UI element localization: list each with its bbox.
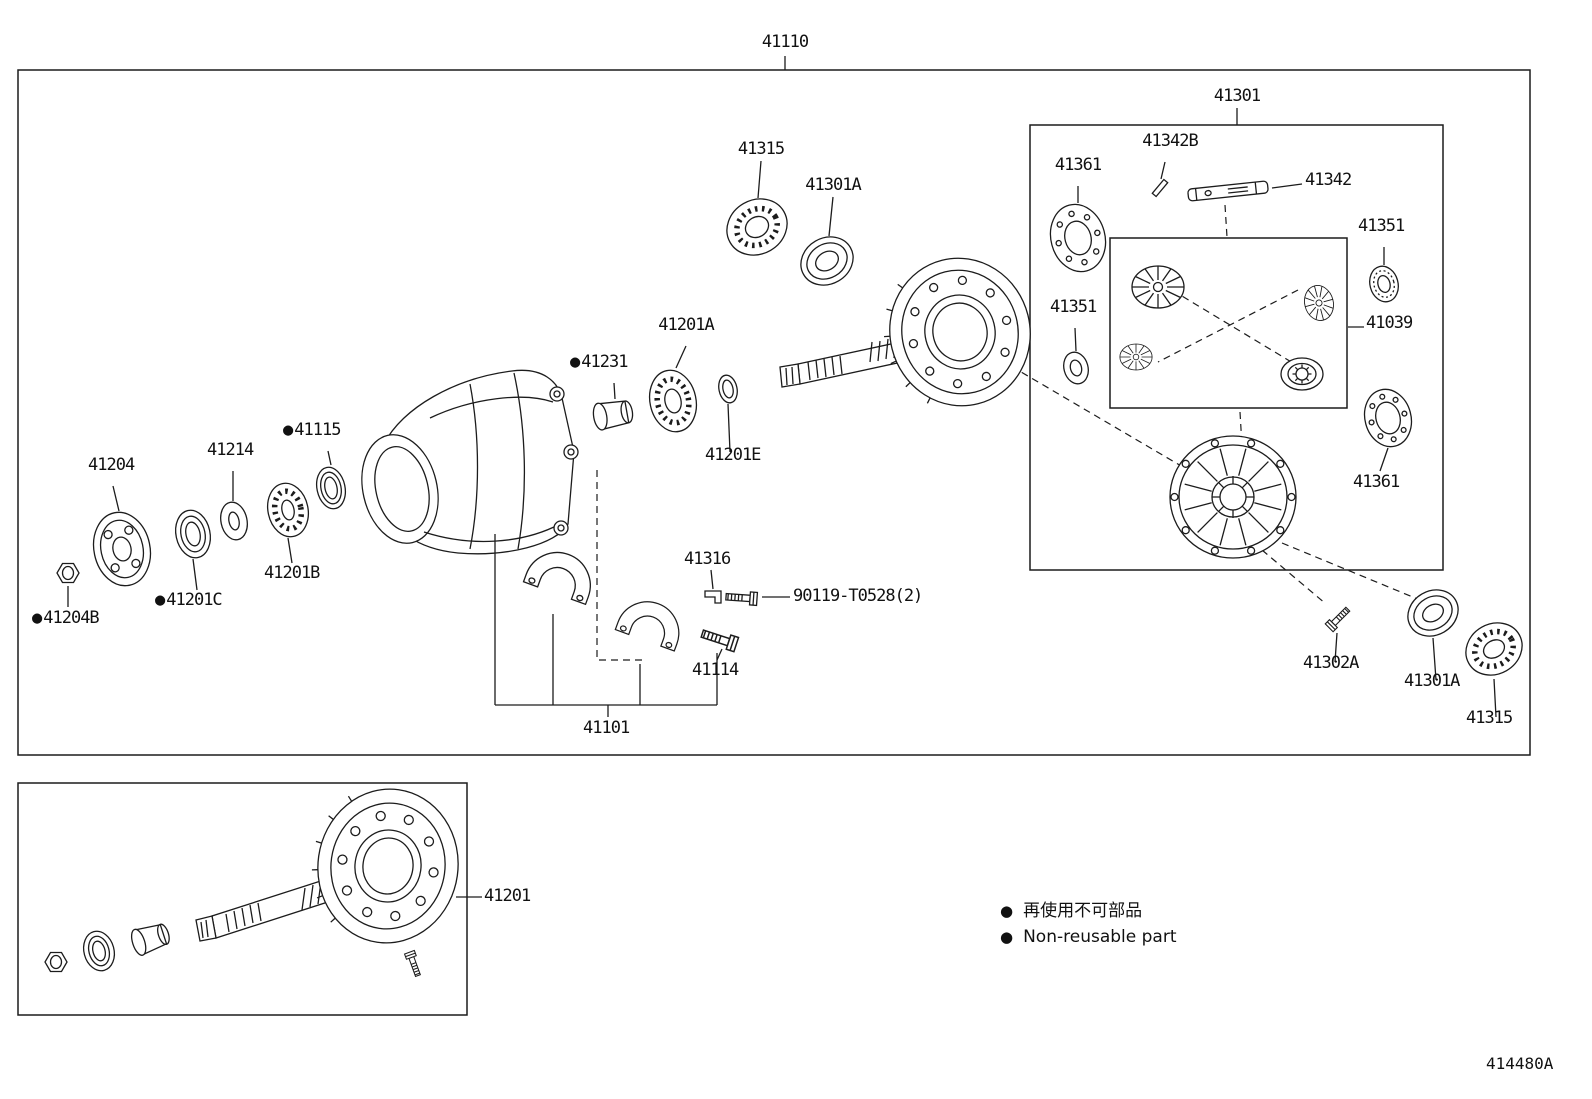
- part-label-41201c: ●41201C: [155, 590, 223, 610]
- adjust-lock-bolt-illustration: [724, 589, 759, 607]
- side-gear-left-illustration: [1119, 343, 1153, 371]
- non-reusable-dot-icon: ●: [570, 352, 580, 372]
- front-pinion-bearing-illustration: [726, 198, 788, 256]
- part-label-41201e: 41201E: [705, 445, 761, 465]
- legend-text-jp: 再使用不可部品: [1023, 901, 1143, 921]
- pinion-assembly-41201-box: [17, 782, 468, 1016]
- case-bolt-illustration: [1324, 604, 1353, 633]
- companion-flange-illustration: [92, 511, 152, 587]
- lock-clip-illustration: [704, 590, 722, 604]
- thrust-washer-left-illustration: [1063, 351, 1089, 385]
- part-label-41315-front: 41315: [737, 139, 785, 159]
- non-reusable-dot-icon: ●: [1000, 902, 1014, 920]
- part-label-41302a: 41302A: [1303, 653, 1359, 673]
- part-label-41342b: 41342B: [1142, 131, 1198, 151]
- cap-bolt-illustration: [699, 625, 740, 653]
- front-bearing-illustration: [266, 482, 310, 538]
- plate-washer-illustration: [220, 501, 248, 541]
- non-reusable-dot-icon: ●: [283, 420, 293, 440]
- part-label-41351-right: 41351: [1358, 216, 1405, 236]
- part-label-41204b: ●41204B: [32, 608, 100, 628]
- oil-seal-illustration: [315, 466, 347, 510]
- part-label-41315-rear: 41315: [1466, 708, 1513, 728]
- part-label-41342: 41342: [1305, 170, 1352, 190]
- part-label-41201: 41201: [484, 886, 531, 906]
- differential-case-illustration: [1169, 435, 1297, 559]
- part-label-41114: 41114: [692, 660, 739, 680]
- part-label-41301a-rear: 41301A: [1404, 671, 1460, 691]
- non-reusable-dot-icon: ●: [32, 608, 42, 628]
- leader-lines: [67, 56, 1497, 898]
- part-label-41204: 41204: [88, 455, 135, 475]
- side-gear-thrust-washer-upper-illustration: [1049, 203, 1107, 273]
- ring-gear-bolt-illustration: [404, 949, 424, 978]
- carrier-group-bracket: [494, 534, 718, 717]
- part-label-41110: 41110: [761, 32, 809, 52]
- part-label-41214: 41214: [207, 440, 254, 460]
- part-label-41231: ●41231: [570, 352, 628, 372]
- legend-non-reusable: ● 再使用不可部品 ● Non-reusable part: [1000, 898, 1176, 950]
- part-label-90119-t0528: 90119-T0528(2): [793, 586, 923, 606]
- part-label-41039: 41039: [1366, 313, 1413, 333]
- drive-pinion-assembly-illustration: [44, 788, 459, 973]
- bearing-spacer-illustration: [592, 400, 634, 431]
- differential-carrier-illustration: [361, 369, 579, 555]
- rear-pinion-bearing-illustration: [648, 369, 698, 433]
- main-assembly-box: [17, 69, 1531, 756]
- front-bearing-race-illustration: [800, 236, 854, 286]
- differential-pinion-right-illustration: [1300, 281, 1338, 325]
- part-label-41361-upper: 41361: [1054, 155, 1102, 175]
- part-label-41101: 41101: [583, 718, 630, 738]
- part-label-41316: 41316: [684, 549, 731, 569]
- pinion-shaft-illustration: [1187, 180, 1269, 202]
- part-label-41301: 41301: [1213, 86, 1261, 106]
- pinion-washer-illustration: [718, 374, 738, 404]
- non-reusable-dot-icon: ●: [155, 590, 165, 610]
- bearing-cap-2-illustration: [614, 592, 689, 652]
- part-label-41201b: 41201B: [264, 563, 320, 583]
- legend-text-en: Non-reusable part: [1023, 927, 1177, 947]
- straight-pin-illustration: [1151, 178, 1169, 198]
- side-gear-thrust-washer-lower-illustration: [1363, 388, 1413, 448]
- part-label-41351-left: 41351: [1050, 297, 1097, 317]
- thrust-washer-right-illustration: [1369, 265, 1399, 303]
- legend-row-jp: ● 再使用不可部品: [1000, 898, 1176, 924]
- drawing-number: 414480A: [1486, 1054, 1554, 1073]
- bearing-cap-1-illustration: [522, 542, 601, 605]
- part-label-41361-lower: 41361: [1353, 472, 1400, 492]
- side-gear-bottom-illustration: [1280, 357, 1324, 391]
- spacer-illustration: [174, 509, 212, 559]
- spider-gear-kit-box: [1109, 237, 1348, 409]
- part-label-41115: ●41115: [283, 420, 341, 440]
- part-label-41301a-front: 41301A: [805, 175, 861, 195]
- flange-nut-illustration: [56, 562, 80, 584]
- part-label-41201a: 41201A: [658, 315, 714, 335]
- differential-pinion-top-illustration: [1131, 265, 1185, 309]
- rear-bearing-race-illustration: [1407, 589, 1459, 637]
- non-reusable-dot-icon: ●: [1000, 928, 1014, 946]
- rear-side-bearing-illustration: [1465, 622, 1523, 676]
- legend-row-en: ● Non-reusable part: [1000, 924, 1176, 950]
- ring-gear-pinion-illustration: [779, 257, 1031, 407]
